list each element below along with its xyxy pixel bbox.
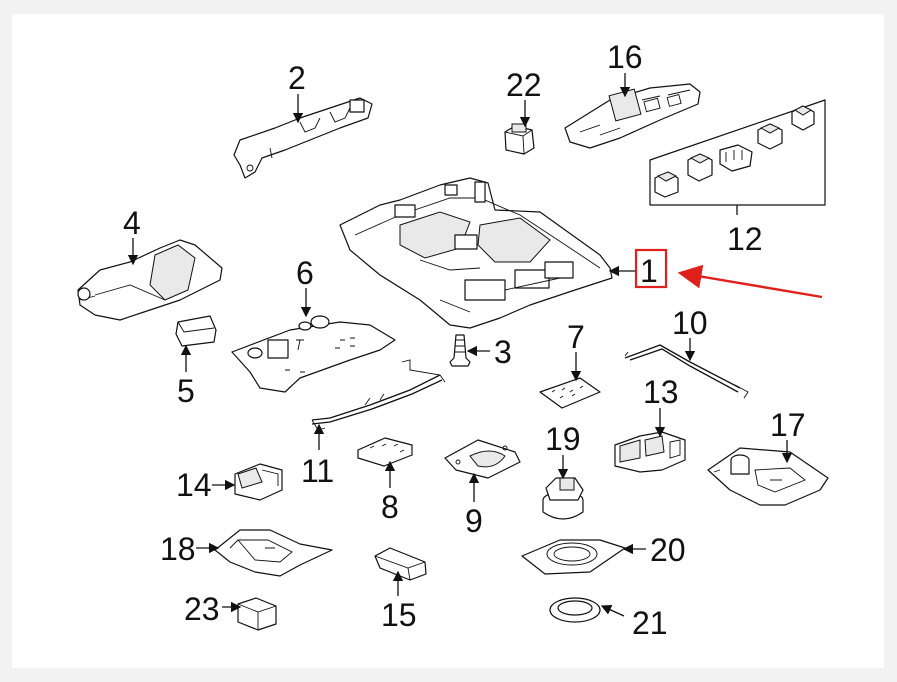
callout-9: 9 bbox=[465, 503, 483, 539]
callout-16: 16 bbox=[607, 39, 643, 75]
callout-17: 17 bbox=[770, 407, 806, 443]
part-1-highlight-box bbox=[634, 248, 668, 289]
part-11-wire-harness[interactable] bbox=[311, 359, 446, 431]
callout-10: 10 bbox=[672, 305, 708, 341]
callout-1: 1 bbox=[640, 253, 658, 289]
part-10-wire[interactable] bbox=[624, 344, 749, 399]
callout-3: 3 bbox=[494, 334, 512, 370]
part-4-cover[interactable] bbox=[77, 239, 223, 321]
callout-15: 15 bbox=[381, 597, 417, 633]
part-1-console-housing[interactable] bbox=[339, 177, 613, 329]
callout-7: 7 bbox=[567, 319, 585, 355]
part-9-mounting-bracket[interactable] bbox=[444, 439, 521, 479]
part-7-module[interactable] bbox=[539, 377, 601, 409]
part-13-switch-block[interactable] bbox=[614, 431, 686, 473]
part-2-bracket[interactable] bbox=[233, 97, 373, 179]
part-12-switch-group[interactable] bbox=[649, 99, 826, 215]
part-18-trim-panel[interactable] bbox=[214, 529, 333, 577]
callout-19: 19 bbox=[545, 421, 581, 457]
callout-20: 20 bbox=[650, 532, 686, 568]
callout-14: 14 bbox=[176, 467, 212, 503]
part-16-switch-panel[interactable] bbox=[564, 83, 701, 149]
part-19-lamp-socket[interactable] bbox=[542, 477, 584, 520]
callout-11: 11 bbox=[301, 453, 334, 489]
callout-8: 8 bbox=[381, 489, 399, 525]
part-5-clip[interactable] bbox=[175, 315, 217, 347]
part-15-clip[interactable] bbox=[374, 547, 427, 581]
part-8-plate[interactable] bbox=[357, 437, 413, 467]
callout-18: 18 bbox=[160, 531, 196, 567]
part-17-tray[interactable] bbox=[707, 447, 829, 506]
part-6-circuit-board[interactable] bbox=[231, 315, 396, 393]
leader-lines bbox=[127, 73, 793, 617]
part-1-highlight-arrow bbox=[677, 264, 823, 299]
callout-13: 13 bbox=[643, 374, 679, 410]
callout-21: 21 bbox=[632, 605, 668, 641]
diagram-panel bbox=[12, 14, 884, 668]
part-23-block[interactable] bbox=[237, 597, 277, 631]
callout-23: 23 bbox=[184, 591, 220, 627]
callout-labels: 1 2 3 4 5 6 7 8 9 10 11 12 13 14 15 16 1… bbox=[123, 39, 806, 641]
callout-2: 2 bbox=[288, 60, 306, 96]
callout-12: 12 bbox=[727, 221, 763, 257]
part-14-switch[interactable] bbox=[234, 463, 283, 501]
part-22-clip[interactable] bbox=[504, 123, 535, 155]
callout-5: 5 bbox=[177, 373, 195, 409]
part-20-lamp-base[interactable] bbox=[521, 539, 626, 575]
part-3-stud[interactable] bbox=[449, 334, 471, 367]
callout-4: 4 bbox=[123, 205, 141, 241]
callout-6: 6 bbox=[296, 255, 314, 291]
callout-22: 22 bbox=[506, 67, 542, 103]
part-21-ring[interactable] bbox=[549, 597, 601, 623]
